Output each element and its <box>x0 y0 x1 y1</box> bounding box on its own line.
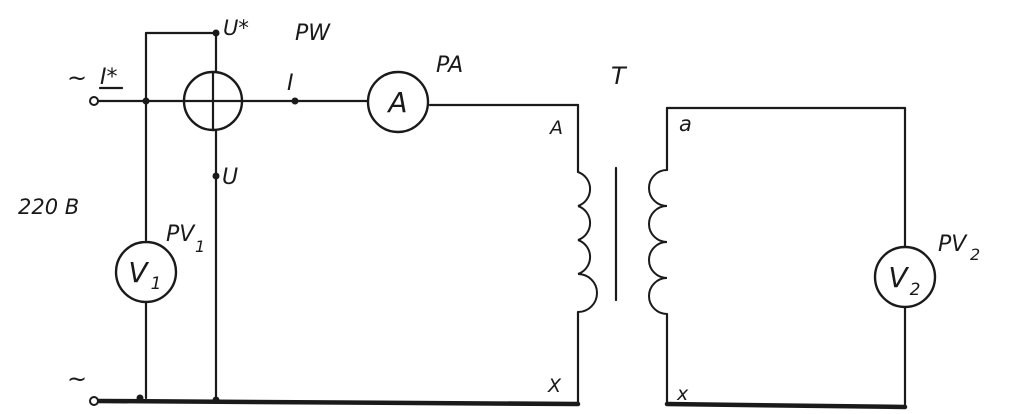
voltmeter-1-symbol <box>114 240 178 304</box>
junction-u-bottom <box>212 396 220 404</box>
voltmeter-2-letter-sub: 2 <box>910 280 921 300</box>
voltmeter-1-letter: V <box>128 256 149 289</box>
label-current-star: I* <box>100 65 118 90</box>
label-secondary-start: a <box>679 112 692 136</box>
label-voltmeter-2-sub: 2 <box>970 245 980 264</box>
voltmeter-1-letter-sub: 1 <box>151 274 162 294</box>
label-voltmeter-1: PV <box>166 222 196 247</box>
terminal-top <box>89 96 99 106</box>
junction-u <box>212 172 220 180</box>
label-supply-voltage: 220 В <box>18 195 79 219</box>
ammeter-symbol <box>366 70 430 134</box>
junction-i <box>291 97 299 105</box>
label-voltmeter-2: PV <box>938 232 968 257</box>
label-primary-start: A <box>548 117 563 139</box>
label-current: I <box>287 71 294 96</box>
ac-symbol-top: ~ <box>67 64 87 92</box>
ammeter-symbol-letter: A <box>386 86 407 119</box>
wire-supply-bottom <box>95 398 581 407</box>
label-wattmeter: PW <box>295 21 331 46</box>
junction-pv1-top <box>142 97 150 105</box>
terminal-bottom <box>89 396 99 406</box>
voltmeter-2-symbol <box>873 245 937 309</box>
primary-winding <box>577 171 598 313</box>
label-ammeter: PA <box>436 53 463 78</box>
wire-secondary-bottom <box>664 401 908 410</box>
junction-pv1-bottom <box>136 394 144 402</box>
label-secondary-end: x <box>676 383 689 405</box>
ac-symbol-bottom: ~ <box>67 365 87 393</box>
label-primary-end: X <box>547 375 562 397</box>
label-voltage: U <box>222 165 238 190</box>
junction-u-star <box>212 29 220 37</box>
label-transformer: T <box>611 62 628 90</box>
voltmeter-2-letter: V <box>888 261 909 294</box>
label-voltage-star: U* <box>223 16 249 40</box>
secondary-winding <box>648 169 668 315</box>
label-voltmeter-1-sub: 1 <box>195 237 205 256</box>
